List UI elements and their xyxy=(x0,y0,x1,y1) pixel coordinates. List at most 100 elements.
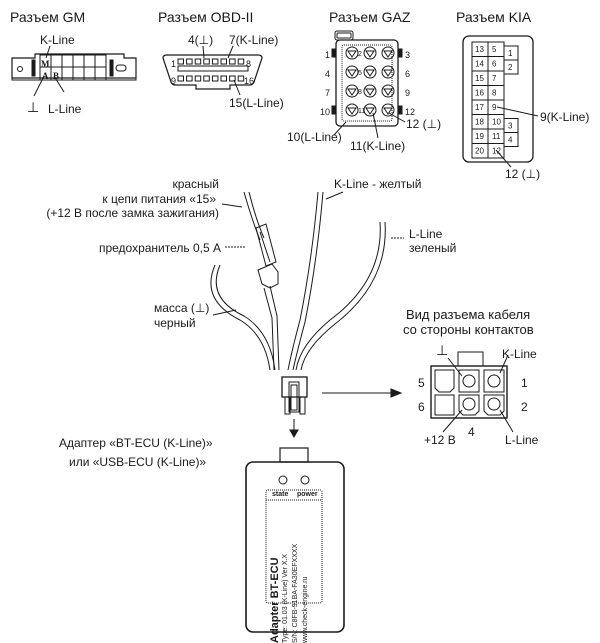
gaz-pin-hole xyxy=(345,65,359,79)
gm-pin-b: B xyxy=(53,71,60,81)
gaz-pin-contact xyxy=(365,69,375,77)
gaz-pin12: 12 xyxy=(405,107,416,117)
cable-view-title-line1: Вид разъема кабеля xyxy=(406,307,531,322)
obd2-pin xyxy=(237,75,245,82)
kia-pin-number: 16 xyxy=(475,89,484,98)
obd2-pin4-label: 4(⊥) xyxy=(188,33,214,47)
kia-pin-number: 4 xyxy=(508,136,513,145)
obd2-connector xyxy=(162,45,263,96)
adapter-label-title: Adapter BT-ECU xyxy=(269,557,281,643)
gaz-pin-contact xyxy=(383,107,393,115)
ground-wire-color: черный xyxy=(154,316,196,330)
kia-pin-number: 20 xyxy=(475,147,484,156)
l-line-wire-label: L-Line xyxy=(409,227,443,241)
red-wire-label-color: красный xyxy=(172,177,219,191)
obd2-pin7-label: 7(K-Line) xyxy=(229,33,279,47)
kia-pin-number: 18 xyxy=(475,118,484,127)
adapter-label-block: Adapter BT-ECU Type: 01.03 (K-Line) Ver … xyxy=(269,495,319,643)
adapter-caption-line2: или «USB-ECU (K-Line)» xyxy=(69,455,207,469)
kia-pin-number: 17 xyxy=(475,103,484,112)
gaz-pin-contact xyxy=(365,50,375,58)
red-wire-label-ignition: (+12 В после замка зажигания) xyxy=(46,206,219,220)
cable-socket-view xyxy=(430,351,514,433)
obd2-pin xyxy=(229,75,236,82)
obd2-pin xyxy=(186,58,193,65)
gaz-pin10-label: 10(L-Line) xyxy=(287,130,342,144)
kia-pin-number: 6 xyxy=(492,60,497,69)
kia-pin-number: 2 xyxy=(508,63,513,72)
gaz-pin12-label: 12 (⊥) xyxy=(406,117,442,131)
cable-view-pin5: 5 xyxy=(418,376,425,390)
cable-view-title-line2: со стороны контактов xyxy=(403,322,534,337)
gaz-pin-contact xyxy=(383,50,393,58)
kia-pin-number: 1 xyxy=(508,49,513,58)
gaz-pin7: 7 xyxy=(325,88,331,98)
gm-k-line-label: K-Line xyxy=(40,33,75,47)
gaz-pin6: 6 xyxy=(405,69,411,79)
obd2-pin xyxy=(186,75,193,82)
kia-pin-number: 9 xyxy=(492,103,497,112)
gm-pin-m: M xyxy=(41,59,50,69)
gaz-pin-contact xyxy=(383,69,393,77)
cable-view-k-line: K-Line xyxy=(502,347,537,361)
gaz-pin11-label: 11(K-Line) xyxy=(350,139,406,153)
kia-pin-number: 13 xyxy=(475,45,484,54)
kia-pin12-label: 12 (⊥) xyxy=(505,167,541,181)
kia-pin-number: 19 xyxy=(475,132,484,141)
gm-connector xyxy=(11,45,137,97)
gaz-pin-hole xyxy=(345,46,359,60)
obd2-pin xyxy=(194,58,202,65)
adapter-device xyxy=(245,447,345,633)
kia-pin-number: 5 xyxy=(492,45,497,54)
gaz-pin-hole xyxy=(363,84,377,98)
adapter-label-url: www.check-engine.ru xyxy=(302,576,309,643)
cable-view-pin6: 6 xyxy=(418,400,425,414)
k-line-wire-label: K-Line - желтый xyxy=(334,177,422,191)
gm-pin-a: A xyxy=(42,71,49,81)
gaz-pin-hole xyxy=(381,65,395,79)
l-line-wire-color: зеленый xyxy=(409,241,457,255)
gaz-inner-pin-number: 11 xyxy=(358,108,365,115)
gaz-pin-hole xyxy=(381,46,395,60)
obd2-title: Разъем OBD-II xyxy=(158,9,254,25)
kia-pin-number: 3 xyxy=(508,122,513,131)
kia-pin-number: 7 xyxy=(492,74,497,83)
obd2-pin1: 1 xyxy=(171,59,177,69)
obd2-pin xyxy=(177,75,184,82)
gaz-pin-hole xyxy=(345,103,359,117)
gaz-pin-hole xyxy=(363,46,377,60)
obd2-pin xyxy=(229,58,236,65)
obd2-pin15-label: 15(L-Line) xyxy=(229,96,284,110)
gaz-pin-contact xyxy=(383,88,393,96)
gaz-pin3: 3 xyxy=(405,50,411,60)
adapter-label-sn: S/N: C8FB-91BA-FA30EFXXXX xyxy=(292,543,299,643)
adapter-power-label: power xyxy=(297,491,318,498)
adapter-caption-line1: Адаптер «BT-ECU (K-Line)» xyxy=(59,436,213,450)
obd2-pin xyxy=(220,75,227,82)
adapter-label-type: Type: 01.03 (K-Line) Ver X.X xyxy=(282,553,289,643)
kia-pin-number: 8 xyxy=(492,89,497,98)
gaz-pin-hole xyxy=(381,103,395,117)
gm-title: Разъем GM xyxy=(10,9,86,25)
gaz-pin-hole xyxy=(381,84,395,98)
gaz-pin9: 9 xyxy=(405,88,411,98)
ground-wire-label: масса (⊥) xyxy=(154,301,210,315)
kia-pin-number: 11 xyxy=(492,132,501,141)
gaz-pin10: 10 xyxy=(320,107,331,117)
red-wire-label-circuit: к цепи питания «15» xyxy=(102,192,216,206)
gaz-pin-contact xyxy=(347,88,357,96)
obd2-pin9: 9 xyxy=(171,76,177,86)
gaz-pin-contact xyxy=(347,50,357,58)
gaz-pin1: 1 xyxy=(325,50,331,60)
obd2-pin xyxy=(203,75,210,82)
obd2-pin xyxy=(237,58,245,65)
kia-side-pin-cell xyxy=(503,59,519,75)
gaz-pin-hole xyxy=(363,65,377,79)
wire-harness xyxy=(210,191,404,371)
gaz-pin4: 4 xyxy=(325,69,331,79)
obd2-pin xyxy=(220,58,227,65)
kia-pin-cell xyxy=(487,143,505,159)
